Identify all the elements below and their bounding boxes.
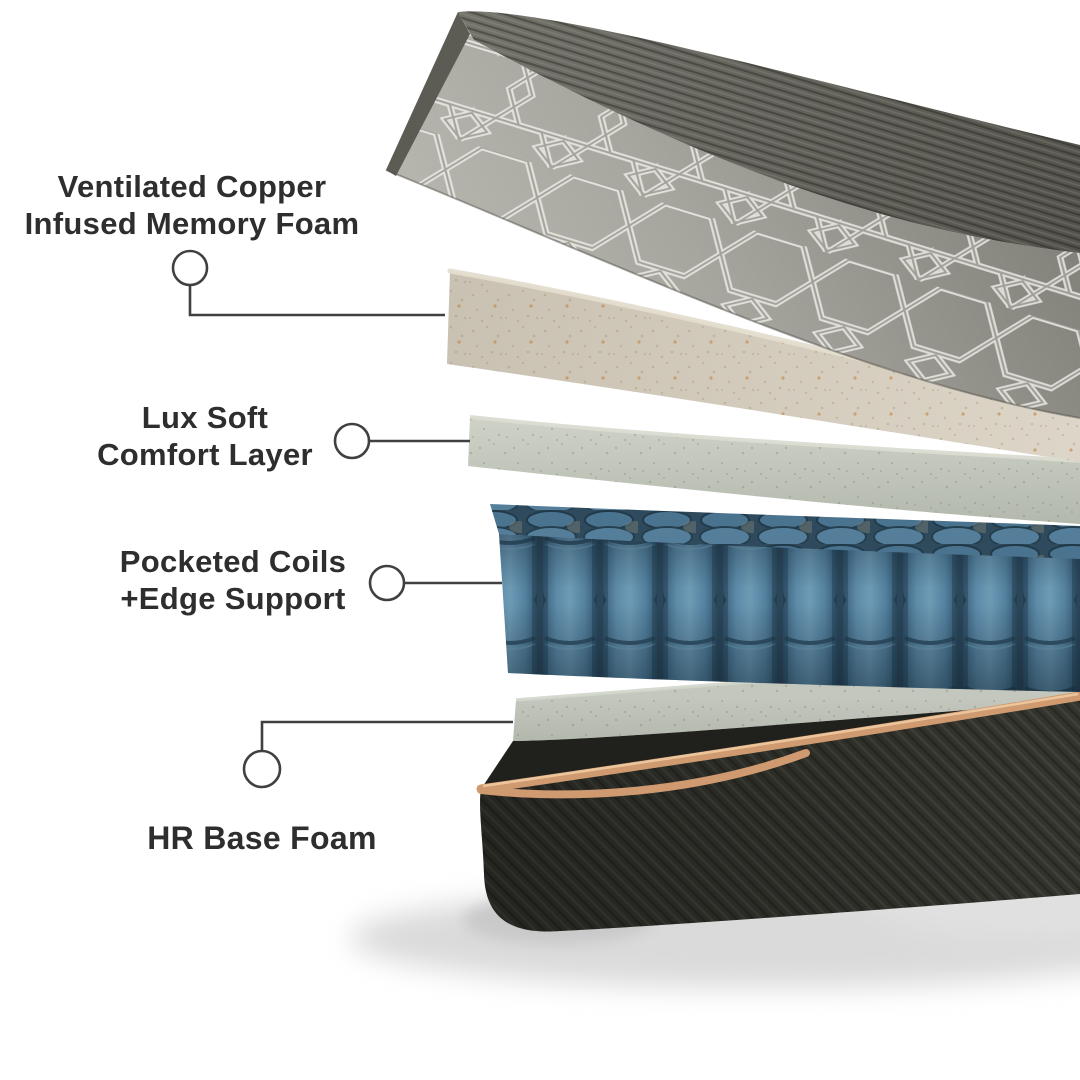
callout-label-comfort-layer: Lux Soft Comfort Layer — [40, 399, 370, 473]
layer-base-cover — [476, 691, 1080, 932]
connector-memory-foam — [171, 249, 445, 317]
callout-connectors — [171, 249, 513, 789]
callout-label-line: Pocketed Coils — [119, 544, 347, 579]
connector-comfort-layer — [333, 422, 470, 460]
callout-label-hr-base-foam: HR Base Foam — [112, 820, 412, 857]
callout-label-memory-foam: Ventilated Copper Infused Memory Foam — [8, 168, 376, 242]
coil-tops — [490, 504, 1080, 560]
copper-piping-lower — [477, 749, 810, 799]
callout-label-line: Infused Memory Foam — [24, 206, 360, 241]
copper-piping-upper — [476, 691, 1080, 794]
cover-tip-edge — [386, 12, 470, 176]
callout-dot-hr-base-foam — [242, 749, 282, 789]
connector-pocketed-coils — [368, 564, 502, 602]
callout-dot-memory-foam — [171, 249, 209, 287]
callout-label-line: Lux Soft — [141, 400, 269, 435]
callout-label-line: HR Base Foam — [147, 820, 377, 856]
layer-pocketed-coils — [490, 504, 1080, 692]
callout-label-line: Ventilated Copper — [57, 169, 327, 204]
callout-label-line: +Edge Support — [120, 581, 346, 616]
callout-dot-pocketed-coils — [368, 564, 406, 602]
layer-comfort — [468, 415, 1080, 524]
connector-hr-base-foam — [242, 720, 513, 789]
callout-label-line: Comfort Layer — [97, 437, 313, 472]
layer-quilted-cover — [385, 11, 1080, 419]
callout-dot-comfort-layer — [333, 422, 371, 460]
callout-label-pocketed-coils: Pocketed Coils +Edge Support — [83, 543, 383, 617]
